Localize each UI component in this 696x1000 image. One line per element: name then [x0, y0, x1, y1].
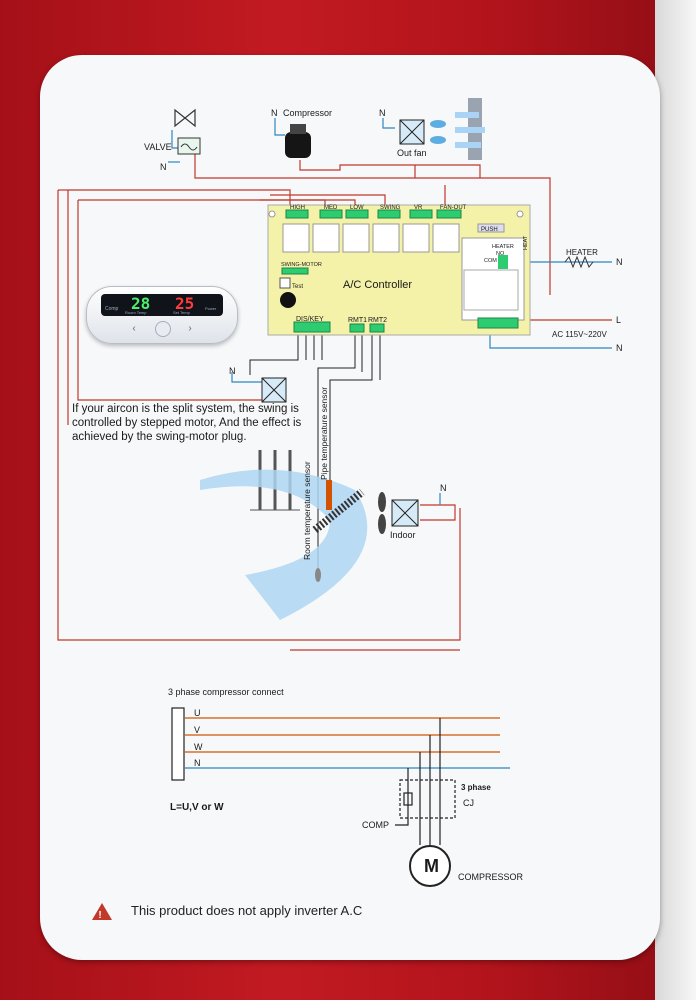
n-phase-label: N [194, 758, 201, 768]
compressor-component [285, 124, 311, 158]
motor-symbol: M [424, 856, 439, 876]
set-temp-label: Set Temp [173, 310, 190, 315]
three-phase-label: 3 phase [461, 783, 491, 792]
valve-label: VALVE [144, 142, 172, 152]
controller-title: A/C Controller [343, 279, 412, 291]
heater-label: HEATER [566, 248, 598, 257]
box-side-panel [655, 0, 696, 1000]
relay-swing-label: SWING [380, 205, 401, 211]
voltage-label: AC 115V~220V [552, 330, 607, 339]
rmt1-label: RMT1 [348, 317, 367, 324]
left-arrow-button[interactable]: ‹ [132, 323, 136, 334]
compressor-n-label: N [271, 108, 278, 118]
valve-component [174, 108, 201, 155]
comp-indicator: Comp [105, 306, 119, 312]
test-label: Test [292, 284, 303, 290]
heater-resistor [564, 255, 594, 269]
room-temp-value: 28 [131, 294, 151, 313]
room-sensor-label: Room temperature sensor [302, 461, 312, 560]
compressor-caps-label: COMPRESSOR [458, 872, 524, 882]
black-wires [249, 332, 381, 570]
three-phase-wiring [171, 707, 500, 887]
display-panel: Comp 28 Room Temp 25 Set Temp Power ‹ › [86, 286, 238, 344]
indoor-label: Indoor [390, 530, 416, 540]
out-fan-label: Out fan [397, 148, 427, 158]
w-label: W [194, 742, 203, 752]
comp-label: COMP [362, 820, 389, 830]
push-label: PUSH [481, 227, 498, 233]
blue-wires [168, 118, 612, 769]
relay-low-label: LOW [350, 205, 364, 211]
svg-text:!: ! [98, 910, 101, 921]
power-indicator: Power [205, 306, 217, 311]
set-temp-value: 25 [175, 294, 195, 313]
power-button[interactable] [155, 321, 171, 337]
red-wires [57, 152, 612, 651]
v-label: V [194, 725, 200, 735]
valve-n-label: N [160, 162, 167, 172]
display-screen: Comp 28 Room Temp 25 Set Temp Power [101, 294, 223, 316]
relay-high-label: HIGH [290, 205, 305, 211]
warning-text: This product does not apply inverter A.C [131, 903, 363, 918]
out-fan-n-label: N [379, 108, 386, 118]
out-fan-component [399, 98, 485, 160]
swing-motor-label: SWING-MOTOR [281, 262, 322, 268]
swing-motor-component [250, 377, 300, 511]
swing-note: If your aircon is the split system, the … [72, 403, 302, 443]
heater-n-label: N [616, 257, 623, 267]
room-temp-label: Room Temp [125, 310, 147, 315]
l-formula: L=U,V or W [170, 802, 224, 813]
three-phase-title: 3 phase compressor connect [168, 687, 284, 697]
heat-label: HEAT [523, 235, 529, 250]
com-label: COM [484, 258, 497, 264]
right-arrow-button[interactable]: › [188, 323, 192, 334]
controller-board [267, 204, 531, 336]
swing-n-label: N [229, 366, 236, 376]
no-label: NO [496, 251, 505, 257]
indoor-fan-component [378, 492, 419, 534]
l-label: L [616, 315, 621, 325]
relay-vr-label: VR [414, 205, 423, 211]
compressor-label: Compressor [283, 108, 332, 118]
pipe-sensor-probe [326, 480, 332, 510]
relay-med-label: MED [324, 205, 338, 211]
room-sensor-probe [315, 568, 321, 582]
pipe-sensor-label: Pipe temperature sensor [319, 387, 329, 480]
indoor-n-label: N [440, 483, 447, 493]
cj-label: CJ [463, 798, 474, 808]
dis-key-label: DIS/KEY [296, 316, 324, 323]
heater-block-label: HEATER [492, 244, 514, 250]
airflow-graphic [200, 469, 368, 620]
u-label: U [194, 708, 201, 718]
warning-icon [92, 903, 112, 920]
relay-fan-out-label: FAN-OUT [440, 205, 467, 211]
rmt2-label: RMT2 [368, 317, 387, 324]
ac-n-label: N [616, 343, 623, 353]
